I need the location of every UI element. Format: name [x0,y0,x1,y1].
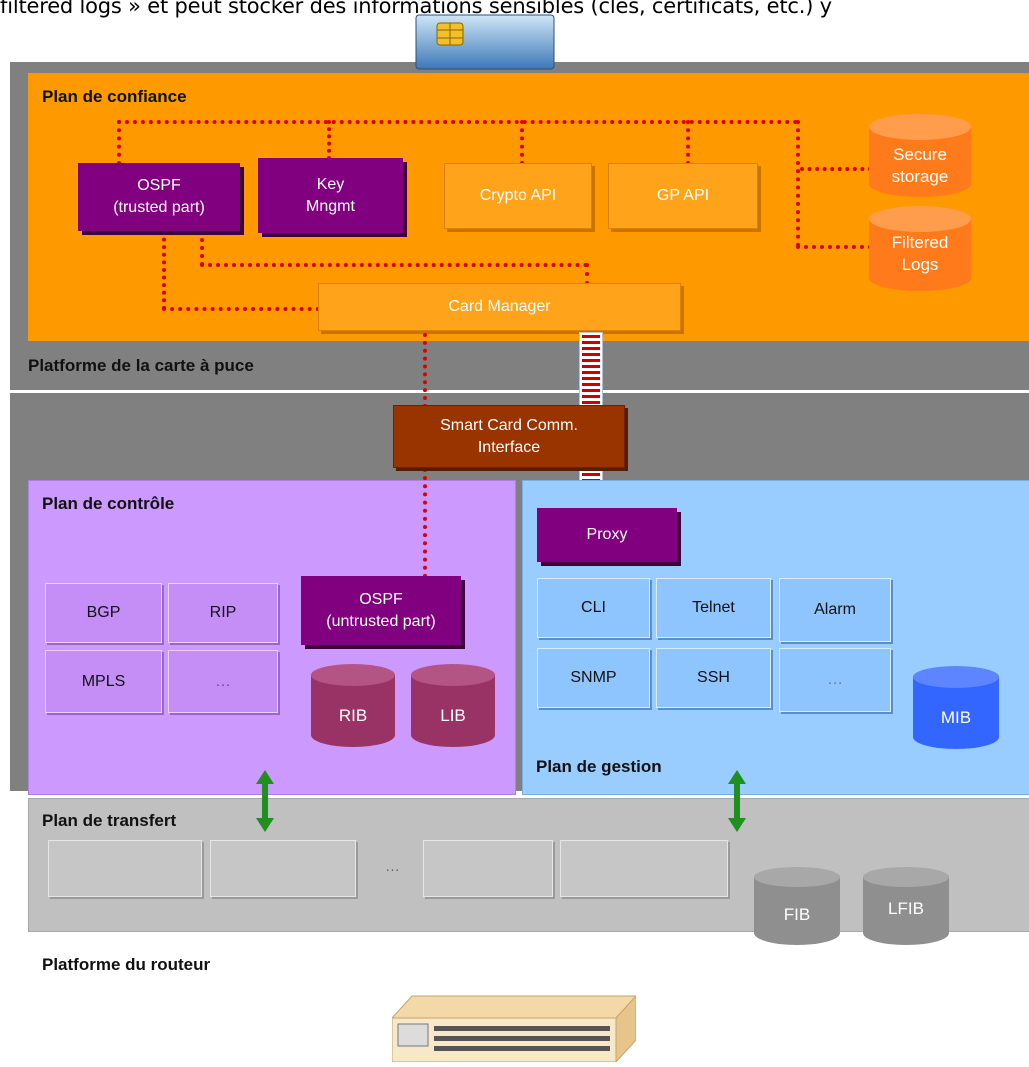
trust-link-storage [800,167,872,171]
ospf-trusted-part-box: OSPF (trusted part) [78,163,240,231]
lib-label: LIB [440,706,466,725]
trust-link-cm-sci [423,333,427,408]
smart-card-platform-label: Platforme de la carte à puce [28,356,254,375]
router-platform-label: Platforme du routeur [42,955,211,974]
lfib-cylinder: LFIB [862,866,950,946]
trust-plane-label: Plan de confiance [42,87,187,106]
rip-box: RIP [168,583,278,643]
lib-cylinder-shape [411,664,495,747]
management-plane-label: Plan de gestion [536,757,662,776]
trust-link-logs [796,245,872,249]
fib-label: FIB [783,905,811,924]
proxy-box: Proxy [537,508,677,562]
smart-card-comm-interface-box: Smart Card Comm. Interface [393,405,625,468]
snmp-box: SNMP [537,648,650,708]
control-transfer-arrow-shaft [262,784,268,818]
control-ellipsis-box: … [168,650,278,713]
rib-label: RIB [338,706,368,725]
filtered-logs-label: Filtered Logs [891,233,949,275]
trust-link-top [117,120,798,124]
trust-link-key-up [327,120,331,160]
trust-link-crypto-up [520,120,524,165]
trust-link-ospf-down2 [200,230,204,266]
cli-box: CLI [537,578,650,638]
secure-storage-cylinder-shape [869,114,971,197]
trust-link-ospf-down [162,230,166,310]
smart-card-chip-icon [415,14,555,70]
control-transfer-arrow [256,770,274,832]
trust-link-mid-down [585,263,589,285]
transfer-box-3 [423,840,553,897]
rib-cylinder: RIB [310,663,396,749]
trust-link-gp-up [686,120,690,165]
management-transfer-arrow-shaft [734,784,740,818]
management-transfer-arrow [728,770,746,832]
router-device-icon [390,992,638,1064]
control-plane-label: Plan de contrôle [42,494,175,513]
filtered-logs-cylinder: Filtered Logs [868,205,972,292]
control-transfer-arrow-down [256,818,274,832]
control-transfer-arrow-up [256,770,274,784]
lib-cylinder: LIB [410,663,496,749]
secure-storage-label: Secure storage [891,145,949,187]
trust-link-sci-ospf [423,468,427,578]
transfer-plane-label: Plan de transfert [42,811,177,830]
secure-storage-cylinder: Secure storage [868,113,972,198]
card-manager-box: Card Manager [318,283,681,331]
key-mngmt-box: Key Mngmt [258,158,403,233]
lfib-cylinder-shape [863,867,949,945]
ospf-untrusted-part-box: OSPF (untrusted part) [301,576,461,645]
transfer-ellipsis: … [385,858,400,875]
ssh-box: SSH [656,648,771,708]
mib-cylinder: MIB [912,665,1000,750]
fib-cylinder-shape [754,867,840,945]
transfer-box-4 [560,840,728,897]
management-ellipsis-box: … [779,648,891,712]
lfib-label: LFIB [888,899,924,918]
fib-cylinder: FIB [753,866,841,946]
filtered-logs-cylinder-shape [869,206,971,291]
top-caption: filtered logs » et peut stocker des info… [0,0,832,18]
transfer-box-2 [210,840,356,897]
management-transfer-arrow-down [728,818,746,832]
management-transfer-arrow-up [728,770,746,784]
gp-api-box: GP API [608,163,758,229]
transfer-box-1 [48,840,202,897]
mpls-box: MPLS [45,650,162,713]
alarm-box: Alarm [779,578,891,642]
mib-label: MIB [940,708,972,727]
trust-link-ospf-up [117,120,121,165]
trust-link-right [796,120,800,247]
telnet-box: Telnet [656,578,771,638]
rib-cylinder-shape [311,664,395,747]
bgp-box: BGP [45,583,162,643]
mib-cylinder-shape [913,666,999,749]
trust-link-mid [200,263,588,267]
trust-link-ospf-cm [162,307,320,311]
crypto-api-box: Crypto API [444,163,592,229]
